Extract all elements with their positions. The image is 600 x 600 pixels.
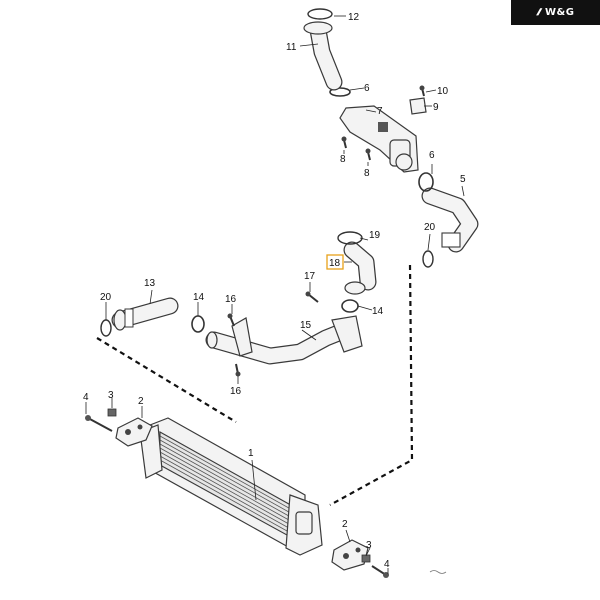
callout-13: 13 [144,278,156,289]
callout-14-right: 14 [372,306,384,317]
callout-6-upper: 6 [364,83,370,94]
callout-8-left: 8 [340,154,346,165]
brand-text: W&G [544,7,575,18]
intercooler [139,417,323,556]
callout-4-top: 4 [83,392,89,403]
callout-15: 15 [300,320,312,331]
callout-14-left: 14 [193,292,205,303]
callout-2-bottom: 2 [342,519,348,530]
callout-1: 1 [248,448,254,459]
wg-wing-logo-icon: 🙼 [536,7,541,18]
callout-20-right: 20 [424,222,436,233]
callout-18-highlight [326,254,344,270]
callout-16-lower: 16 [230,386,242,397]
bracket-top [115,417,153,447]
bolt-4-top [85,415,113,432]
bracket-bottom [331,539,369,571]
callout-8-right: 8 [364,168,370,179]
leader-lines [85,15,465,574]
callout-6-lower: 6 [429,150,435,161]
nut-3-top [107,408,117,417]
callout-3-bottom: 3 [366,540,372,551]
callout-9: 9 [433,102,439,113]
clamp-14-left [191,315,205,333]
callout-17: 17 [304,271,316,282]
nut-3-bottom [361,554,371,563]
callout-10: 10 [437,86,449,97]
scribble-mark [429,570,447,574]
callout-16-upper: 16 [225,294,237,305]
clamp-14-right [341,299,359,313]
callout-12: 12 [348,12,360,23]
bolt-16-lower [235,363,241,377]
callout-20-left: 20 [100,292,112,303]
elbow-hose-18 [343,241,377,295]
pipe-7 [339,105,419,173]
bolt-8-right [365,148,371,161]
bolt-17 [305,291,319,303]
bolt-8-left [341,136,347,149]
hose-13 [111,297,179,331]
hose-11 [303,21,343,91]
route-line-right [329,264,414,506]
callout-labels: 12 11 6 10 9 7 8 8 6 5 20 19 18 17 14 15… [83,12,466,570]
seal-19 [337,231,363,245]
callout-7: 7 [377,106,383,117]
route-line-left [96,337,237,423]
o-ring-20-left [100,319,112,337]
callout-19: 19 [369,230,381,241]
callout-5: 5 [460,174,466,185]
callout-11: 11 [286,42,297,53]
o-ring-20-right [422,250,434,268]
bolt-16-upper [227,313,235,327]
hose-5 [421,187,479,253]
callout-18: 18 [329,258,341,269]
callout-3-top: 3 [108,390,114,401]
brand-badge: 🙼 W&G [511,0,600,25]
seal-12 [307,8,333,20]
clamp-6-lower [418,172,434,192]
sensor-9 [409,97,427,115]
bolt-4-bottom [371,565,389,578]
callout-4-bottom: 4 [384,559,390,570]
pipe-15 [205,315,363,365]
callout-2-top: 2 [138,396,144,407]
bolt-10 [419,85,425,97]
